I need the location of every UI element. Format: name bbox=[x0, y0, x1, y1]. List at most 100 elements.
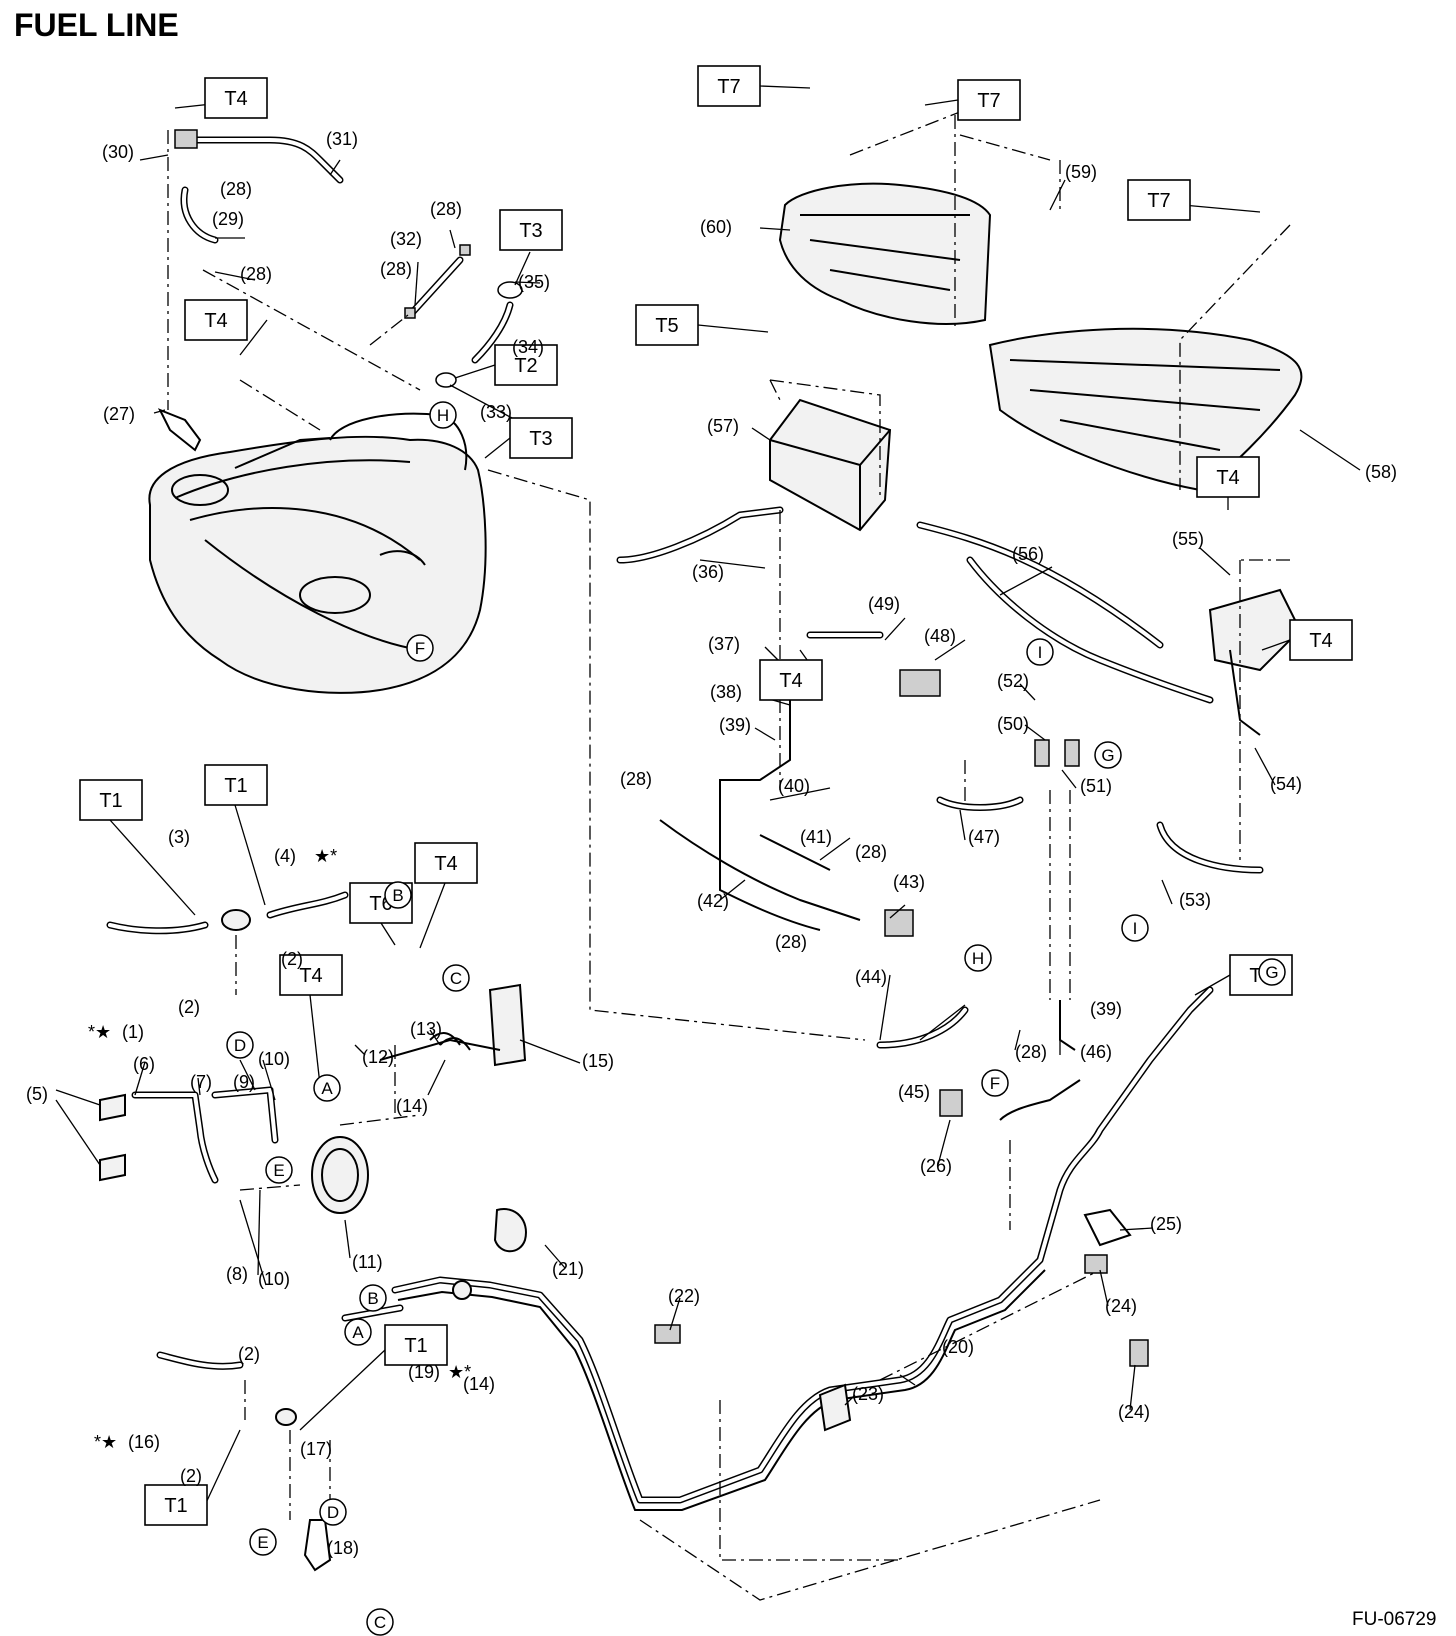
part-callout: (17) bbox=[300, 1439, 332, 1459]
reference-circle: F bbox=[406, 634, 434, 662]
torque-box: T3 bbox=[509, 417, 573, 459]
leader-line bbox=[519, 1039, 581, 1064]
part-callout: (28) bbox=[775, 932, 807, 952]
reference-circle: H bbox=[429, 401, 457, 429]
torque-box: T4 bbox=[759, 659, 823, 701]
part-callout: (2) bbox=[180, 1466, 202, 1486]
torque-box: T7 bbox=[957, 79, 1021, 121]
misc-clamps bbox=[493, 1089, 1149, 1432]
part-callout: (39) bbox=[719, 715, 751, 735]
reference-letter: F bbox=[415, 639, 425, 658]
torque-label: T1 bbox=[99, 790, 122, 812]
leader-line bbox=[55, 1089, 101, 1106]
page-title: FUEL LINE bbox=[14, 7, 179, 43]
torque-spec-boxes: T4T4T3T2T3T7T7T7T5T4T4T4T1T1T6T4T4T4T1T1 bbox=[79, 65, 1353, 1526]
leader-line bbox=[134, 1061, 146, 1096]
reference-circle: C bbox=[366, 1608, 394, 1636]
torque-box: T7 bbox=[1127, 179, 1191, 221]
reference-circle: F bbox=[981, 1069, 1009, 1097]
reference-circle: D bbox=[319, 1498, 347, 1526]
reference-letter: I bbox=[1038, 643, 1043, 662]
leader-line bbox=[844, 1394, 856, 1406]
heat-shields bbox=[778, 109, 1303, 492]
torque-box: T5 bbox=[635, 304, 699, 346]
part-callout: (28) bbox=[240, 264, 272, 284]
part-callout: (24) bbox=[1118, 1402, 1150, 1422]
part-callout-marks: ★* bbox=[314, 846, 337, 866]
torque-label: T2 bbox=[514, 355, 537, 377]
reference-letter: A bbox=[321, 1079, 333, 1098]
reference-circle: A bbox=[344, 1318, 372, 1346]
part-callout: (46) bbox=[1080, 1042, 1112, 1062]
reference-letter: D bbox=[327, 1503, 339, 1522]
reference-letter: D bbox=[234, 1036, 246, 1055]
leader-line bbox=[239, 319, 268, 356]
reference-letter: F bbox=[990, 1074, 1000, 1093]
reference-circle: G bbox=[1258, 958, 1286, 986]
leader-line bbox=[819, 837, 851, 861]
part-callout: (60) bbox=[700, 217, 732, 237]
part-callout: (48) bbox=[924, 626, 956, 646]
torque-box: T1 bbox=[384, 1324, 448, 1366]
leader-line bbox=[889, 904, 906, 919]
part-callout: (25) bbox=[1150, 1214, 1182, 1234]
leader-line bbox=[669, 1297, 681, 1331]
reference-letter: A bbox=[352, 1323, 364, 1342]
reference-circle: I bbox=[1026, 638, 1054, 666]
torque-label: T4 bbox=[1309, 630, 1332, 652]
leader-line bbox=[999, 566, 1053, 596]
torque-box: T3 bbox=[499, 209, 563, 251]
part-callout: (5) bbox=[26, 1084, 48, 1104]
torque-box: T4 bbox=[204, 77, 268, 119]
leader-line bbox=[751, 427, 771, 441]
reference-circle: C bbox=[442, 964, 470, 992]
lower-left-pipes bbox=[156, 1280, 472, 1572]
leader-line bbox=[884, 617, 906, 641]
part-callout: (18) bbox=[327, 1538, 359, 1558]
reference-letter: E bbox=[273, 1161, 284, 1180]
part-callout-marks: ★* bbox=[448, 1362, 471, 1382]
leader-line bbox=[1061, 769, 1077, 789]
part-callout: (9) bbox=[233, 1072, 255, 1092]
leader-line bbox=[1194, 974, 1231, 996]
reference-circle: E bbox=[249, 1528, 277, 1556]
leader-line bbox=[454, 364, 496, 379]
torque-label: T7 bbox=[977, 90, 1000, 112]
part-callout: (28) bbox=[855, 842, 887, 862]
part-callout: (32) bbox=[390, 229, 422, 249]
part-callout: (27) bbox=[103, 404, 135, 424]
part-callout: (2) bbox=[238, 1344, 260, 1364]
part-callout: (11) bbox=[352, 1252, 383, 1272]
leader-line bbox=[204, 1429, 241, 1506]
leader-line bbox=[55, 1099, 101, 1166]
leader-line bbox=[1049, 179, 1066, 211]
torque-label: T3 bbox=[529, 428, 552, 450]
leader-line bbox=[1024, 724, 1046, 741]
part-callout: (42) bbox=[697, 891, 729, 911]
part-callout: (28) bbox=[620, 769, 652, 789]
part-callout: (41) bbox=[800, 827, 832, 847]
leader-line bbox=[754, 727, 776, 741]
torque-box: T7 bbox=[697, 65, 761, 107]
part-callout: (58) bbox=[1365, 462, 1397, 482]
part-callout: (28) bbox=[430, 199, 462, 219]
part-callout: (39) bbox=[1090, 999, 1122, 1019]
part-callout: (12) bbox=[362, 1047, 394, 1067]
part-callout: (33) bbox=[480, 402, 512, 422]
part-callout: (23) bbox=[852, 1384, 884, 1404]
leader-line bbox=[924, 99, 959, 106]
part-callout-marks: *★ bbox=[94, 1432, 117, 1452]
torque-box: T4 bbox=[184, 299, 248, 341]
leader-line bbox=[759, 227, 791, 231]
part-callout: (19) bbox=[408, 1362, 440, 1382]
part-callout: (3) bbox=[168, 827, 190, 847]
reference-circle: A bbox=[313, 1074, 341, 1102]
leader-line bbox=[354, 1044, 366, 1056]
part-callout: (36) bbox=[692, 562, 724, 582]
part-callout: (14) bbox=[396, 1096, 428, 1116]
part-callout: (2) bbox=[281, 949, 303, 969]
reference-letter: C bbox=[450, 969, 462, 988]
torque-box: T4 bbox=[1196, 456, 1260, 498]
part-callouts: (1)*★(2)(2)(2)(2)(3)(4)★*(5)(6)(7)(8)(9)… bbox=[26, 129, 1397, 1558]
